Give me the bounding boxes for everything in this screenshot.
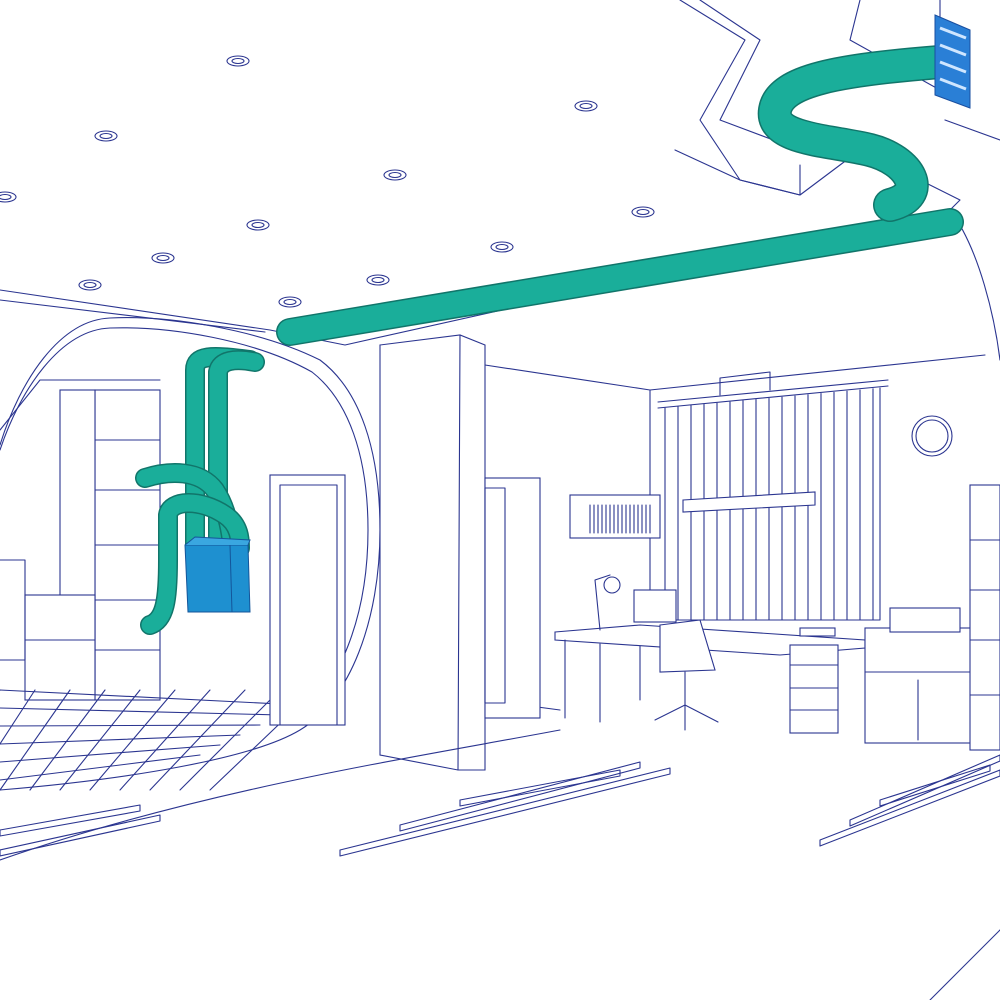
duct-system [135,14,971,635]
bookshelf [969,484,1000,751]
ceiling-light-inner [231,57,245,65]
tile-line [89,689,176,791]
tile-line [0,734,241,745]
floor-plank [0,804,141,837]
drawer-unit [789,644,839,734]
tile-line [0,689,36,745]
ceiling-light [490,241,514,253]
vertical-ducts-to-unit [135,347,265,635]
structural-pillar [379,334,486,771]
tile-line [179,689,281,791]
tile-line [149,689,246,791]
ceiling-light-inner [636,208,650,216]
tile-line [0,689,301,706]
ceiling-light [366,274,390,286]
tiled-floor-left-room [0,689,316,791]
floor-planks [0,754,1000,857]
ceiling-light [383,169,407,181]
ventilation-unit [184,536,251,613]
supply-duct-along-ceiling [277,209,963,345]
office-walls [269,354,986,726]
window-with-vertical-blinds [657,371,889,621]
ceiling-light [94,130,118,142]
ceiling-light-inner [495,243,509,251]
desk-lamp [594,574,611,631]
ceiling-light [78,279,102,291]
tile-line [0,724,261,727]
ceiling-light [574,100,598,112]
ceiling-light-inner [156,254,170,262]
wall-clock [911,415,953,457]
ceiling-light-inner [83,281,97,289]
ceiling-light-inner [283,298,297,306]
ceiling-light [0,191,17,203]
floor-plank [399,761,641,832]
ceiling-light [151,252,175,264]
desk [554,574,866,734]
recessed-ceiling-lights [0,55,655,308]
door-left [269,474,346,726]
floor-plank [879,764,991,807]
ceiling-light-inner [251,221,265,229]
floor-plank [819,769,1000,847]
ceiling-light-inner [579,102,593,110]
ceiling-light [631,206,655,218]
monitor [633,589,677,623]
floor-plank [849,754,1000,827]
wall-vent-grille [934,14,971,109]
ceiling-light-inner [0,193,12,201]
tile-line [59,689,141,791]
ceiling-light-inner [388,171,402,179]
cabinet-with-printer [864,607,974,744]
ceiling-light-inner [371,276,385,284]
tile-line [0,754,201,781]
tile-line [29,689,106,791]
ceiling-light [226,55,250,67]
tile-line [0,707,281,716]
duct-bend-to-wall-grille [759,46,956,221]
floor-plank [339,767,671,857]
tile-line [0,744,221,763]
window-frame [664,387,881,621]
ceiling-light [246,219,270,231]
office-chair [659,619,716,673]
floor-edge [0,729,561,861]
ceiling-light [278,296,302,308]
keyboard [799,627,836,637]
wall-shelf-with-books [569,494,661,539]
kitchen-cabinet [24,594,96,701]
arched-wall-opening [0,317,381,791]
floor-plank [459,769,621,807]
printer [889,607,961,633]
tile-line [0,689,71,791]
door-center [484,477,541,719]
floor-plank [0,814,161,857]
wall-light [682,491,816,513]
left-room [0,379,316,791]
ceiling-light-inner [99,132,113,140]
tile-line [119,689,211,791]
